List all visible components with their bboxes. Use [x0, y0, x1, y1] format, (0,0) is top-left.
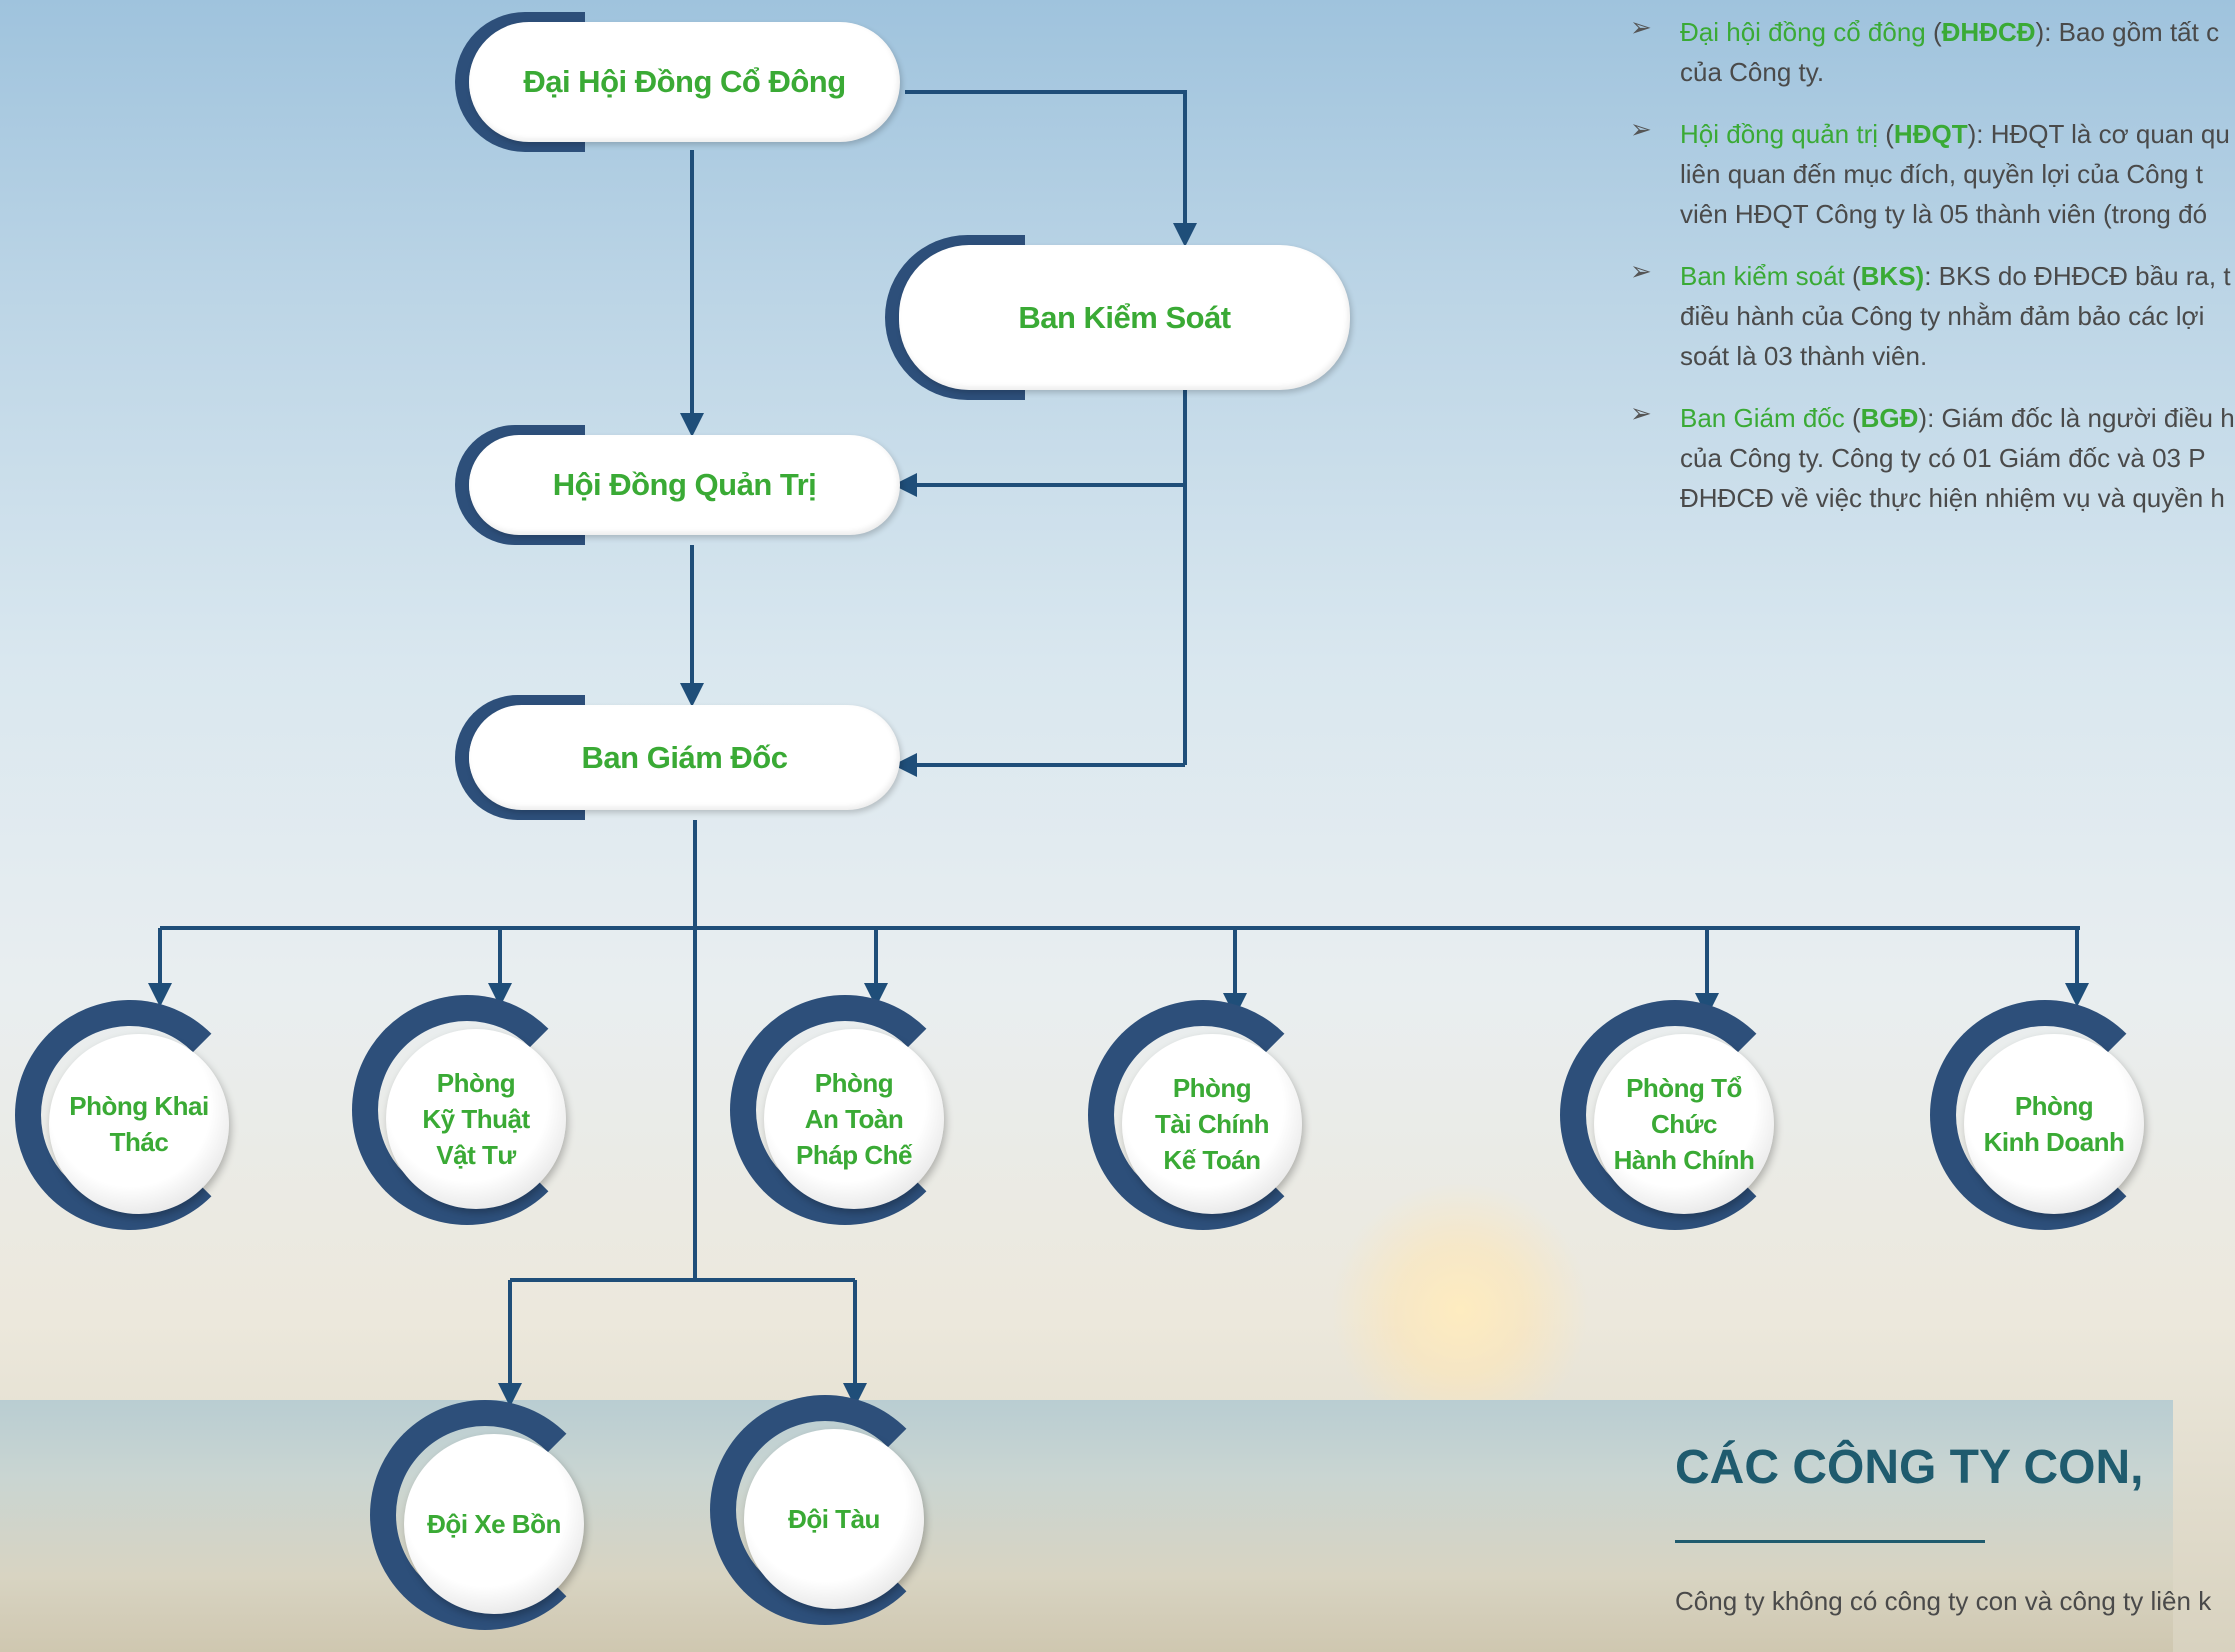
node-label: Phòng Tài Chính Kế Toán — [1155, 1073, 1269, 1175]
info-term: Ban kiểm soát — [1680, 261, 1845, 291]
info-rest: : Bao gồm tất c — [2044, 17, 2220, 47]
info-abbr: ĐHĐCĐ — [1941, 17, 2036, 47]
node-department-safety-legal: Phòng An Toàn Pháp Chế — [730, 995, 960, 1225]
arrow-bullet-icon: ➢ — [1630, 398, 1652, 428]
node-unit-tank-trucks: Đội Xe Bồn — [370, 1400, 600, 1630]
info-term: Ban Giám đốc — [1680, 403, 1845, 433]
node-label: Đại Hội Đồng Cổ Đông — [523, 64, 846, 99]
sun-glow — [1330, 1180, 1590, 1440]
info-line: liên quan đến mục đích, quyền lợi của Cô… — [1680, 159, 2203, 189]
node-unit-ships: Đội Tàu — [710, 1395, 940, 1625]
info-term: Hội đồng quản trị — [1680, 119, 1879, 149]
node-label: Phòng Khai Thác — [69, 1091, 209, 1157]
info-line: viên HĐQT Công ty là 05 thành viên (tron… — [1680, 199, 2208, 229]
info-term: Đại hội đồng cổ đông — [1680, 17, 1926, 47]
node-department-finance: Phòng Tài Chính Kế Toán — [1088, 1000, 1318, 1230]
node-department-hr-admin: Phòng Tổ Chức Hành Chính — [1560, 1000, 1790, 1230]
connector-lines — [148, 90, 2089, 1407]
node-label: Ban Giám Đốc — [581, 739, 788, 775]
node-label: Phòng Kỹ Thuật Vật Tư — [422, 1068, 530, 1170]
arrow-bullet-icon: ➢ — [1630, 256, 1652, 286]
node-supervisory-board: Ban Kiểm Soát — [885, 235, 1350, 400]
node-label: Phòng Tổ Chức Hành Chính — [1613, 1073, 1755, 1175]
info-item: ➢ Ban kiểm soát (BKS): BKS do ĐHĐCĐ bầu … — [1630, 256, 2231, 376]
node-management: Ban Giám Đốc — [455, 695, 900, 820]
info-line: điều hành của Công ty nhằm đảm bảo các l… — [1680, 301, 2205, 331]
node-label: Đội Xe Bồn — [427, 1509, 561, 1539]
info-item: ➢ Đại hội đồng cổ đông (ĐHĐCĐ): Bao gồm … — [1630, 12, 2219, 92]
node-board-of-directors: Hội Đồng Quản Trị — [455, 425, 900, 545]
node-department-technical: Phòng Kỹ Thuật Vật Tư — [352, 995, 582, 1225]
node-label: Đội Tàu — [788, 1504, 880, 1534]
info-list: ➢ Đại hội đồng cổ đông (ĐHĐCĐ): Bao gồm … — [1630, 12, 2235, 540]
arrow-to-supervisory-board — [905, 90, 1197, 247]
heading-underline — [1675, 1540, 1985, 1543]
node-department-sales: Phòng Kinh Doanh — [1930, 1000, 2160, 1230]
node-label: Hội Đồng Quản Trị — [552, 467, 817, 502]
node-label: Phòng Kinh Doanh — [1983, 1091, 2125, 1157]
info-rest: : BKS do ĐHĐCĐ bầu ra, t — [1924, 261, 2231, 291]
node-label: Ban Kiểm Soát — [1018, 299, 1231, 335]
info-item: ➢ Ban Giám đốc (BGĐ): Giám đốc là người … — [1630, 398, 2235, 518]
node-department-exploitation: Phòng Khai Thác — [15, 1000, 245, 1230]
info-abbr: HĐQT — [1893, 119, 1968, 149]
arrow-bullet-icon: ➢ — [1630, 114, 1652, 144]
info-line: của Công ty. — [1680, 57, 1825, 87]
info-item: ➢ Hội đồng quản trị (HĐQT): HĐQT là cơ q… — [1630, 114, 2230, 234]
info-rest: : Giám đốc là người điều h — [1927, 403, 2235, 433]
info-line: ĐHĐCĐ về việc thực hiện nhiệm vụ và quyề… — [1680, 483, 2225, 513]
subsidiaries-heading: CÁC CÔNG TY CON, — [1675, 1441, 2144, 1494]
arrow-bullet-icon: ➢ — [1630, 12, 1652, 42]
info-abbr: BKS) — [1860, 261, 1925, 291]
sea-background — [0, 1400, 2173, 1652]
info-line: của Công ty. Công ty có 01 Giám đốc và 0… — [1680, 443, 2206, 473]
info-rest: : HĐQT là cơ quan qu — [1976, 119, 2230, 149]
info-line: soát là 03 thành viên. — [1680, 341, 1928, 371]
info-abbr: BGĐ — [1860, 403, 1919, 433]
node-label: Phòng An Toàn Pháp Chế — [796, 1068, 912, 1170]
subsidiaries-text: Công ty không có công ty con và công ty … — [1675, 1586, 2212, 1616]
node-general-meeting: Đại Hội Đồng Cổ Đông — [455, 12, 900, 152]
